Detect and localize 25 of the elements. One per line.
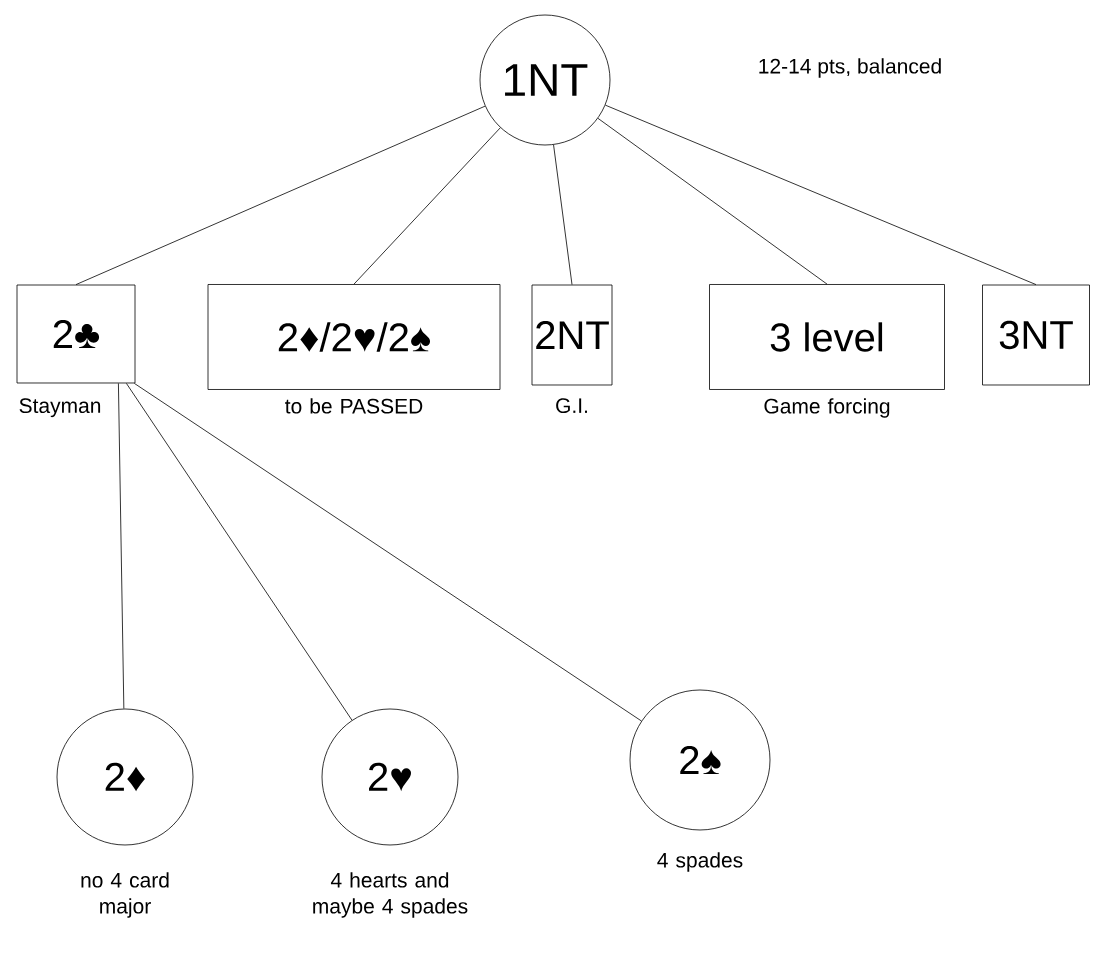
note-text: 4 spades: [657, 852, 743, 872]
note-text: no 4 card major: [81, 872, 169, 918]
note-text: to be PASSED: [285, 398, 423, 414]
note-text: 4 hearts and maybe 4 spades: [313, 872, 468, 918]
bid-box: 2♣: [16, 284, 136, 384]
bid-box: 2♦/2♥/2♠: [207, 284, 501, 390]
bid-box: 3 level: [709, 284, 945, 390]
bid-box: 3NT: [982, 284, 1090, 386]
circle-node: 1NT: [479, 14, 611, 146]
connector-line: [597, 117, 828, 285]
connector-line: [75, 105, 486, 285]
connector-line: [553, 144, 573, 285]
circle-node: 2♥: [321, 708, 459, 846]
connector-line: [118, 383, 125, 709]
connector-line: [604, 104, 1037, 285]
connector-line: [353, 127, 501, 285]
note-text: Game forcing: [764, 398, 890, 418]
note-text: G.I.: [556, 398, 587, 414]
circle-node: 2♠: [629, 689, 771, 831]
circle-node: 2♦: [56, 708, 194, 846]
note-text: 12-14 pts, balanced: [759, 58, 941, 78]
note-text: Stayman: [19, 398, 101, 418]
connector-line: [126, 383, 353, 721]
bid-box: 2NT: [531, 284, 613, 386]
connector-line: [134, 383, 642, 722]
